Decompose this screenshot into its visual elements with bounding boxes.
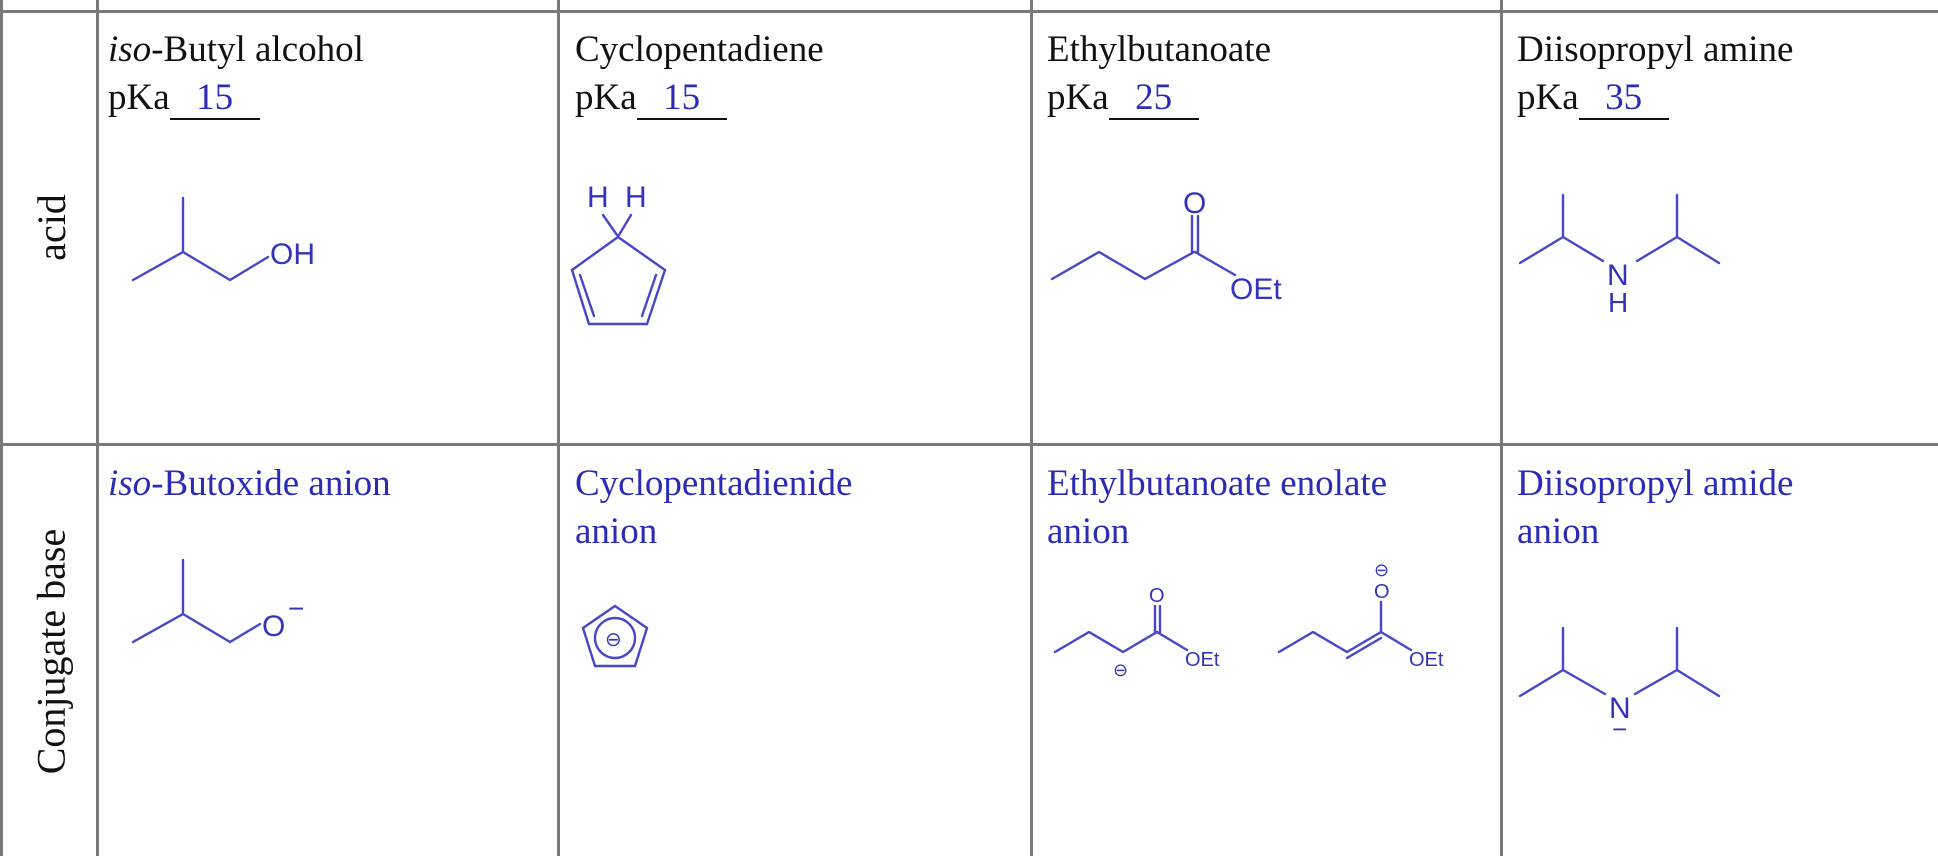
atom-label-oet: OEt	[1409, 649, 1444, 671]
compound-name-line2: anion	[1517, 511, 1600, 552]
compound-prefix: iso	[108, 463, 152, 504]
atom-label-o: O	[1374, 581, 1390, 603]
table-border-left	[0, 0, 3, 856]
cell-enolate: Ethylbutanoate enolate anion O OEt ⊖ O ⊖…	[1047, 446, 1492, 854]
cell-cyclopentadienide: Cyclopentadienide anion ⊖	[575, 446, 1020, 854]
compound-name: Ethylbutanoate	[1047, 29, 1271, 70]
compound-name: Diisopropyl amide	[1517, 463, 1794, 504]
pka-value: 15	[169, 78, 260, 120]
compound-name: Diisopropyl amine	[1517, 29, 1794, 70]
compound-name: iso-Butoxide anion	[108, 460, 391, 508]
compound-name-text: -Butyl alcohol	[151, 29, 364, 70]
column-divider	[96, 0, 99, 856]
ethylbutanoate-structure: O OEt	[1050, 187, 1282, 306]
atom-label-o: O	[1183, 187, 1206, 220]
pka-value: 25	[1108, 78, 1199, 120]
row-divider	[0, 443, 1938, 446]
compound-name-line2: anion	[1047, 511, 1130, 552]
compound-name: Cyclopentadienide	[575, 463, 853, 504]
atom-label-o: O	[262, 610, 285, 643]
pka-label: pKa	[575, 77, 637, 118]
pka-label: pKa	[108, 77, 170, 118]
negative-charge: ⊖	[1374, 560, 1389, 580]
negative-charge: ⊖	[1113, 660, 1128, 680]
row-label-conjugate-base: Conjugate base	[0, 446, 106, 856]
negative-charge: −	[288, 593, 304, 624]
column-divider	[1030, 0, 1033, 856]
table-border-top	[0, 10, 1938, 13]
pka-value: 35	[1578, 78, 1669, 120]
isobutyl-alcohol-structure: OH	[131, 196, 315, 282]
diisopropyl-amine-structure: N H	[1518, 193, 1721, 318]
compound-name: Cyclopentadiene	[575, 29, 824, 70]
pka-value: 15	[636, 78, 727, 120]
cyclopentadiene-structure: H H	[570, 181, 667, 326]
cell-diisopropyl-amide: Diisopropyl amide anion N −	[1517, 446, 1937, 854]
atom-label-n: N	[1609, 692, 1631, 725]
isobutoxide-structure: O −	[131, 558, 304, 644]
row-label-base-text: Conjugate base	[28, 528, 74, 774]
compound-name: Ethylbutanoate enolate	[1047, 463, 1388, 504]
atom-label-oh: OH	[270, 238, 315, 271]
compound-name-text: -Butoxide anion	[151, 463, 391, 504]
atom-label-h: H	[587, 181, 609, 214]
atom-label-oet: OEt	[1230, 273, 1282, 306]
pka-label: pKa	[1517, 77, 1579, 118]
column-divider	[557, 0, 560, 856]
atom-label-oet: OEt	[1185, 649, 1220, 671]
atom-label-h: H	[1608, 287, 1628, 318]
compound-prefix: iso	[108, 29, 152, 70]
atom-label-o: O	[1149, 585, 1165, 607]
compound-name: iso-Butyl alcohol	[108, 26, 364, 74]
row-label-acid-text: acid	[28, 194, 74, 261]
diisopropyl-amide-structure: N −	[1518, 626, 1721, 744]
atom-label-n: N	[1607, 259, 1629, 292]
negative-charge: −	[1612, 714, 1627, 744]
negative-charge: ⊖	[605, 629, 622, 651]
row-label-acid: acid	[0, 12, 106, 443]
enolate-resonance-structures: O OEt ⊖ O ⊖ OEt	[1053, 560, 1444, 680]
column-divider	[1500, 0, 1503, 856]
cell-isobutoxide: iso-Butoxide anion O −	[108, 446, 548, 854]
pka-label: pKa	[1047, 77, 1109, 118]
atom-label-h: H	[625, 181, 647, 214]
cyclopentadienide-structure: ⊖	[581, 604, 649, 668]
compound-name-line2: anion	[575, 511, 658, 552]
